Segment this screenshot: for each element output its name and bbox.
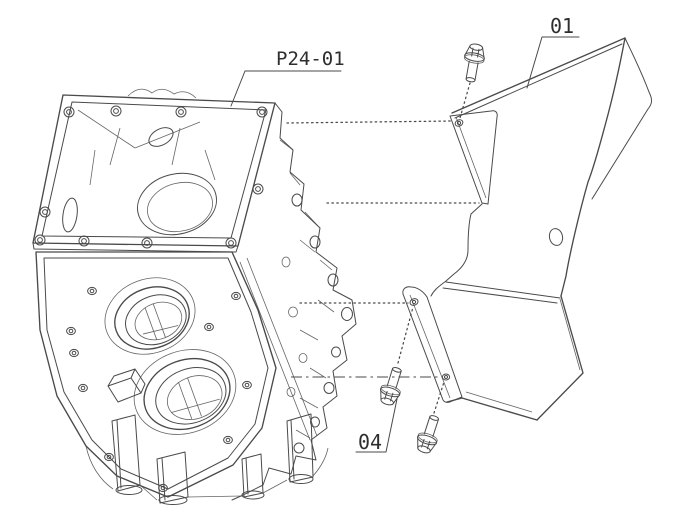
front-face-bolt-holes (66, 286, 252, 493)
cover-flange-hole-upper (409, 298, 419, 306)
block-mounting-feet (85, 413, 329, 505)
camshaft-bore (143, 358, 231, 430)
callout-01: 01 (526, 14, 580, 89)
alignment-dotted-lines (286, 82, 480, 414)
cover-panel (402, 37, 652, 421)
cover-top-flange (449, 110, 498, 205)
label-cover-panel: 01 (550, 14, 574, 38)
cover-flange-hole-lower (441, 373, 451, 381)
callout-04: 04 (355, 398, 398, 454)
label-bolts: 04 (358, 430, 382, 454)
callout-p24-01-leader (230, 70, 342, 107)
callout-p24-01: P24-01 (230, 48, 345, 107)
flange-bolt-top (463, 43, 485, 83)
square-boss (107, 368, 146, 403)
crankshaft-bore (114, 286, 190, 350)
block-top-face (32, 88, 276, 253)
callout-01-leader (526, 36, 580, 89)
side-bosses (281, 193, 353, 454)
engine-block (32, 88, 357, 505)
cover-face-hole (548, 228, 564, 246)
left-wall-slot (62, 197, 78, 233)
callout-04-leader (355, 398, 398, 453)
flange-bolt-middle (379, 367, 402, 406)
cylinder-bore-opening (137, 172, 217, 236)
label-gasket-face: P24-01 (276, 48, 345, 70)
block-front-face (35, 251, 277, 498)
cover-top-flange-hole (454, 119, 464, 127)
top-face-oil-slot (148, 127, 174, 147)
cover-side-flange (402, 286, 463, 403)
block-side-details (231, 102, 357, 501)
top-face-bolt-holes (34, 105, 268, 249)
flange-bolt-bottom (416, 415, 440, 454)
